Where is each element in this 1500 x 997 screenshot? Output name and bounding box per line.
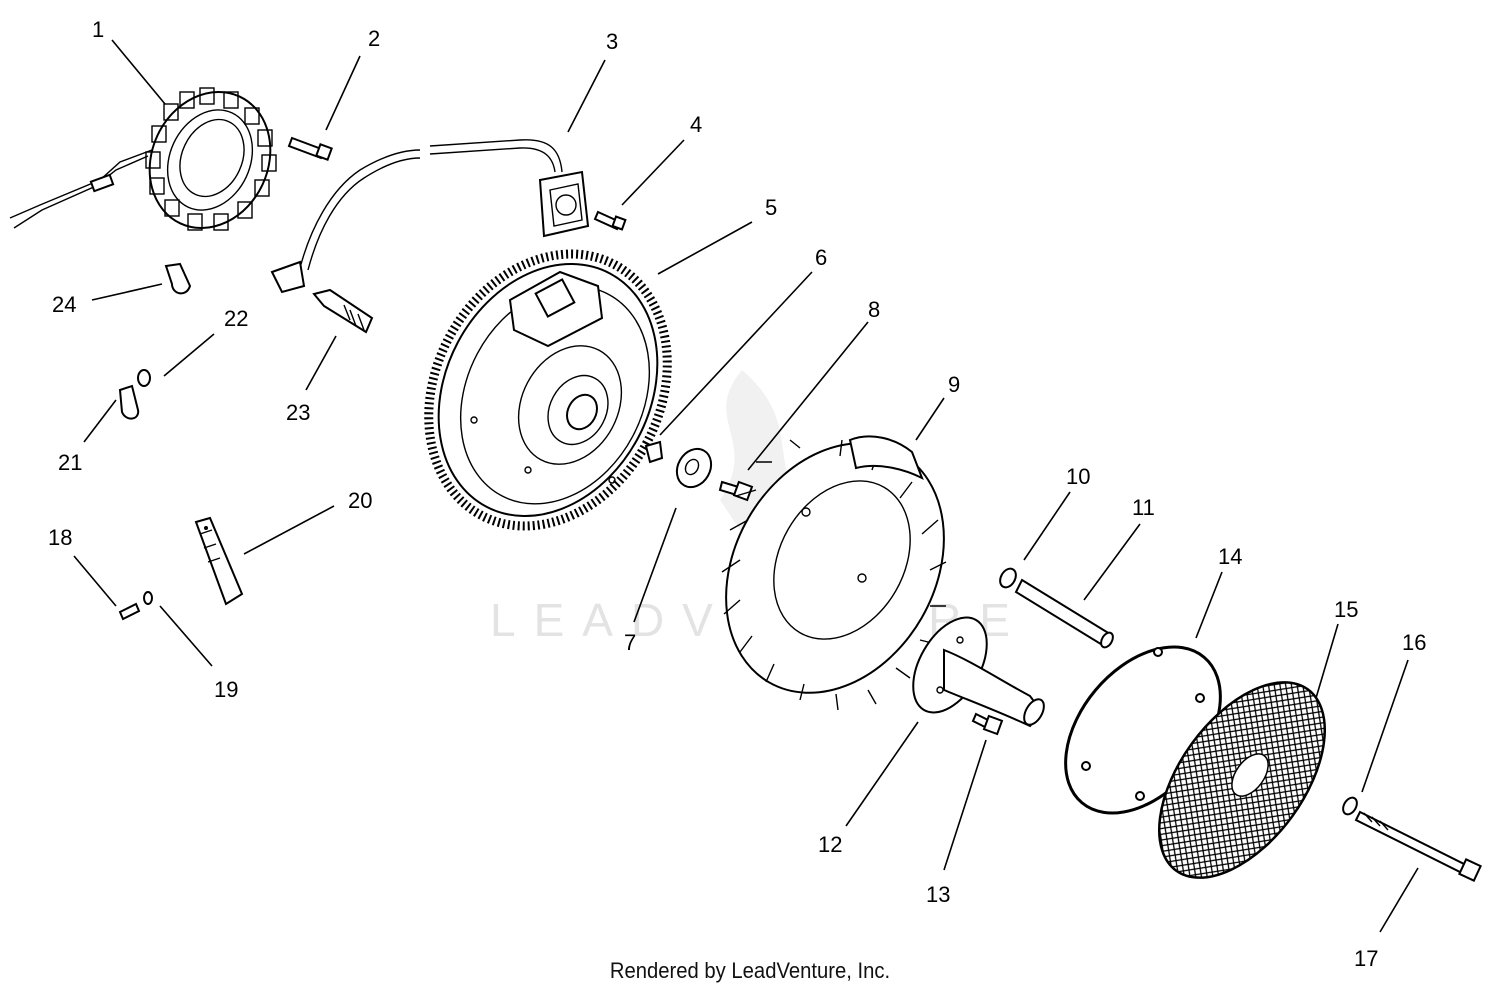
part-screen — [1157, 681, 1327, 879]
part-ignition-module — [270, 139, 590, 294]
callout-13: 13 — [926, 882, 950, 907]
part-screw-18 — [118, 602, 141, 621]
part-long-bolt — [1354, 810, 1482, 882]
callout-7: 7 — [624, 630, 636, 655]
part-washer-16 — [1342, 796, 1358, 816]
callout-14: 14 — [1218, 544, 1242, 569]
render-credit: Rendered by LeadVenture, Inc. — [609, 958, 891, 983]
part-clip-21 — [118, 384, 140, 420]
part-spark-plug — [312, 288, 374, 334]
part-flywheel — [424, 249, 672, 531]
part-washer-19 — [143, 591, 153, 605]
part-stator — [9, 87, 277, 231]
callout-4: 4 — [690, 112, 702, 137]
part-washer-10 — [999, 567, 1017, 589]
callout-23: 23 — [286, 400, 310, 425]
callout-24: 24 — [52, 292, 76, 317]
part-key — [644, 440, 664, 464]
part-screw-4 — [593, 210, 627, 231]
callout-8: 8 — [868, 297, 880, 322]
callout-2: 2 — [368, 26, 380, 51]
callout-3: 3 — [606, 29, 618, 54]
callout-12: 12 — [818, 832, 842, 857]
part-washer-7 — [675, 447, 713, 489]
callout-17: 17 — [1354, 946, 1378, 971]
callout-5: 5 — [765, 195, 777, 220]
callout-10: 10 — [1066, 464, 1090, 489]
callout-21: 21 — [58, 450, 82, 475]
part-blower-fan — [721, 435, 947, 711]
part-screw-2 — [287, 136, 333, 161]
part-bolt-13 — [971, 712, 1004, 736]
part-washer-22 — [137, 369, 151, 387]
callout-18: 18 — [48, 525, 72, 550]
callout-19: 19 — [214, 677, 238, 702]
callout-6: 6 — [815, 245, 827, 270]
callout-22: 22 — [224, 306, 248, 331]
callout-16: 16 — [1402, 630, 1426, 655]
part-pin — [1014, 578, 1114, 649]
leader-lines — [73, 39, 1419, 933]
part-drive-hub — [912, 616, 1045, 728]
callout-numbers: 1 2 3 4 5 6 8 9 10 11 14 15 16 17 7 12 1… — [48, 17, 1426, 971]
part-bolt-8 — [718, 480, 754, 502]
callout-1: 1 — [92, 17, 104, 42]
callout-11: 11 — [1132, 495, 1155, 520]
part-bracket — [194, 516, 244, 606]
callout-15: 15 — [1334, 597, 1358, 622]
callout-20: 20 — [348, 488, 372, 513]
part-clip-24 — [164, 262, 192, 295]
callout-9: 9 — [948, 372, 960, 397]
